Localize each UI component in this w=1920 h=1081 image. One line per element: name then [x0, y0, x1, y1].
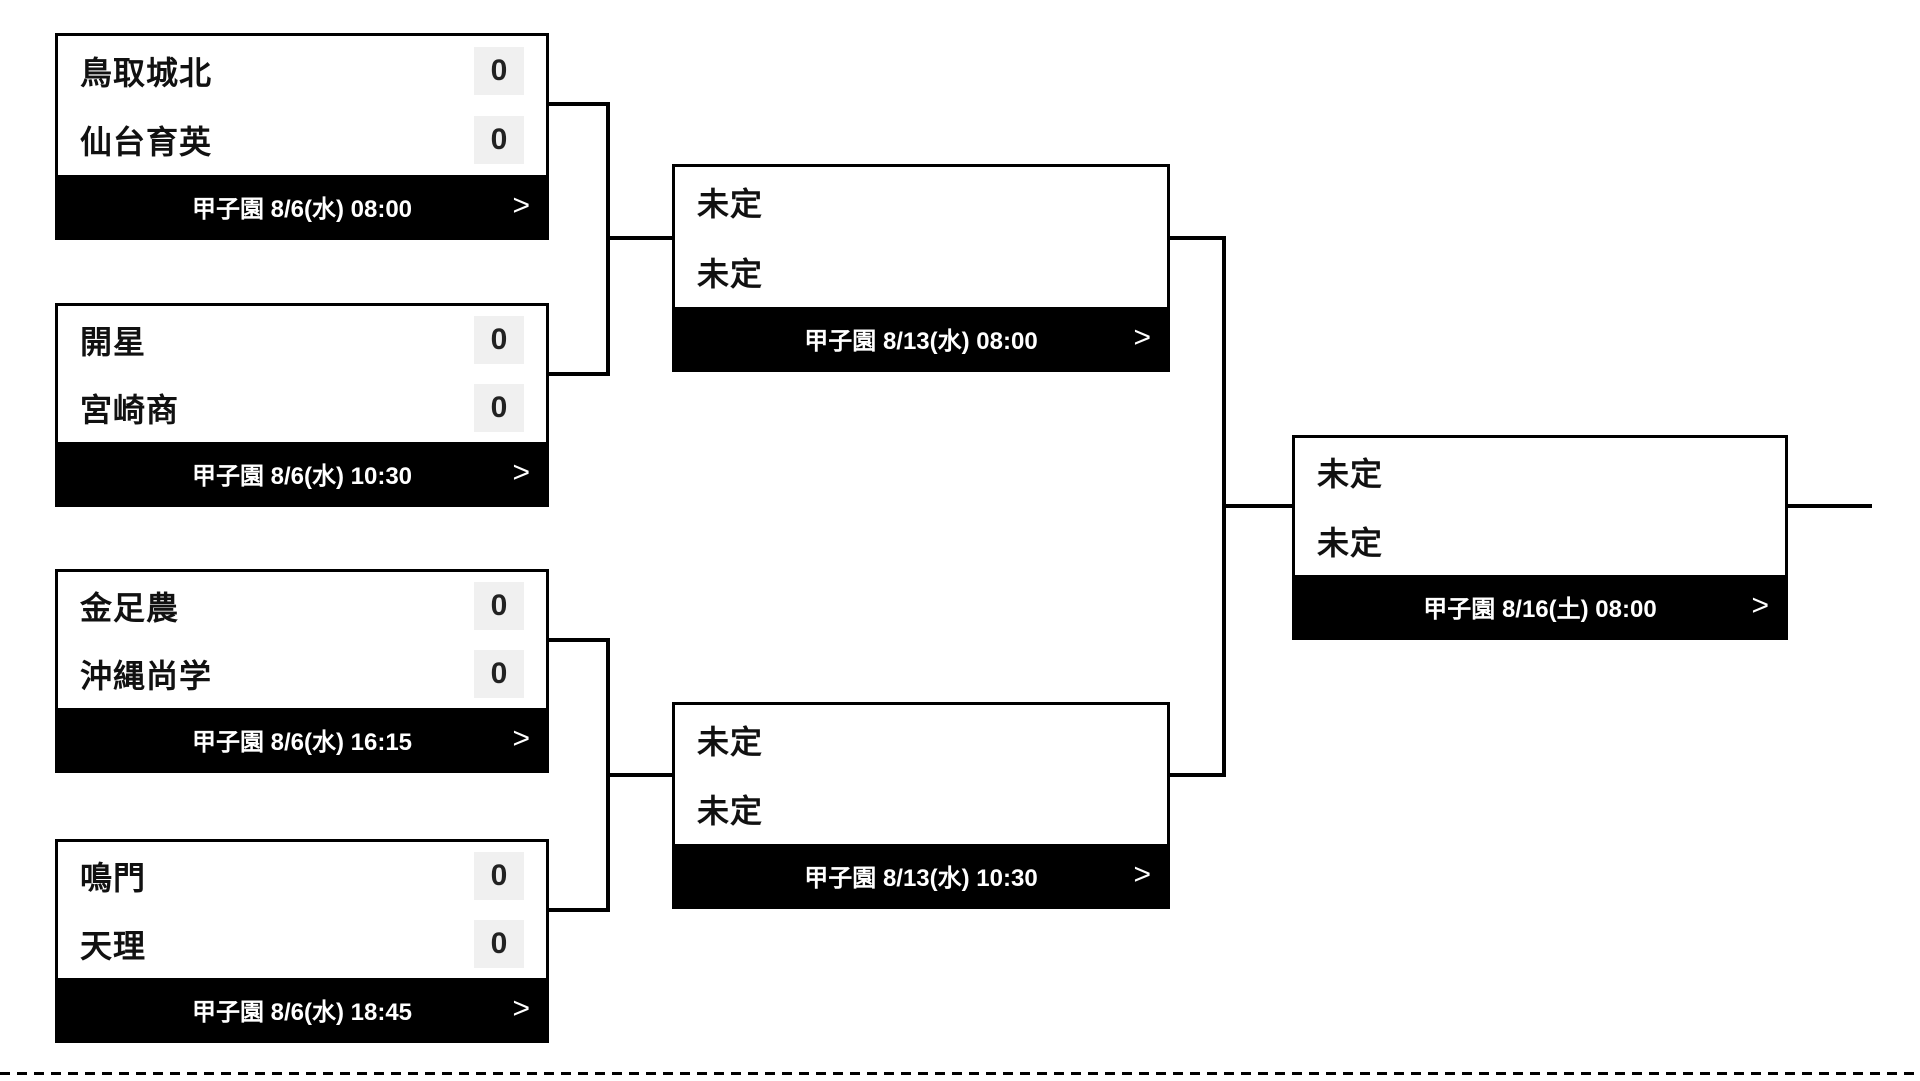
chevron-right-icon: > — [1133, 321, 1151, 354]
team-name: 未定 — [697, 723, 764, 760]
match-card-final: 未定 未定 甲子園 8/16(土) 08:00 > — [1292, 435, 1788, 640]
match-venue-datetime: 甲子園 8/13(水) 10:30 — [804, 864, 1038, 892]
chevron-right-icon: > — [1133, 858, 1151, 891]
team-score: 0 — [474, 852, 524, 900]
match-detail-link[interactable]: 甲子園 8/6(水) 10:30 > — [58, 442, 546, 504]
match-detail-link[interactable]: 甲子園 8/16(土) 08:00 > — [1295, 575, 1785, 637]
match-detail-link[interactable]: 甲子園 8/6(水) 18:45 > — [58, 978, 546, 1040]
bracket-connector-line — [548, 908, 610, 912]
bracket-connector-line — [1170, 236, 1226, 240]
bracket-connector-line — [606, 236, 672, 240]
match-detail-link[interactable]: 甲子園 8/13(水) 08:00 > — [675, 307, 1167, 369]
bottom-dashed-divider — [0, 1072, 1920, 1075]
team-row: 仙台育英 0 — [58, 106, 546, 176]
team-row: 未定 — [675, 167, 1167, 237]
match-detail-link[interactable]: 甲子園 8/6(水) 08:00 > — [58, 175, 546, 237]
match-card-sf1: 未定 未定 甲子園 8/13(水) 08:00 > — [672, 164, 1170, 372]
team-row: 未定 — [1295, 507, 1785, 576]
team-score: 0 — [474, 46, 524, 95]
chevron-right-icon: > — [512, 189, 530, 222]
team-score: 0 — [474, 316, 524, 364]
match-detail-link[interactable]: 甲子園 8/6(水) 16:15 > — [58, 708, 546, 770]
team-name: 鳴門 — [80, 860, 147, 896]
match-venue-datetime: 甲子園 8/16(土) 08:00 — [1423, 595, 1657, 623]
team-row: 金足農 0 — [58, 572, 546, 640]
bracket-connector-line — [548, 372, 610, 376]
match-venue-datetime: 甲子園 8/6(水) 16:15 — [191, 728, 413, 756]
match-card-qf4: 鳴門 0 天理 0 甲子園 8/6(水) 18:45 > — [55, 839, 549, 1043]
team-name: 未定 — [1317, 524, 1384, 561]
team-row: 未定 — [675, 705, 1167, 775]
team-row: 宮崎商 0 — [58, 374, 546, 442]
team-name: 未定 — [697, 186, 764, 222]
bracket-connector-line — [1222, 504, 1292, 508]
team-row: 天理 0 — [58, 910, 546, 978]
match-venue-datetime: 甲子園 8/6(水) 10:30 — [191, 462, 413, 490]
chevron-right-icon: > — [512, 722, 530, 755]
match-card-sf2: 未定 未定 甲子園 8/13(水) 10:30 > — [672, 702, 1170, 909]
team-name: 仙台育英 — [80, 124, 213, 161]
match-card-qf1: 鳥取城北 0 仙台育英 0 甲子園 8/6(水) 08:00 > — [55, 33, 549, 240]
team-score: 0 — [474, 650, 524, 698]
team-name: 鳥取城北 — [80, 54, 213, 91]
team-row: 沖縄尚学 0 — [58, 640, 546, 708]
bracket-connector-line — [1170, 773, 1226, 777]
team-score: 0 — [474, 920, 524, 968]
team-name: 未定 — [697, 256, 764, 292]
chevron-right-icon: > — [512, 992, 530, 1025]
team-score: 0 — [474, 582, 524, 630]
team-row: 鳴門 0 — [58, 842, 546, 910]
team-score: 0 — [474, 384, 524, 432]
match-venue-datetime: 甲子園 8/13(水) 08:00 — [804, 327, 1038, 355]
team-name: 宮崎商 — [80, 392, 180, 428]
team-row: 未定 — [675, 237, 1167, 307]
bracket-connector-line — [548, 102, 610, 106]
team-row: 未定 — [1295, 438, 1785, 507]
match-detail-link[interactable]: 甲子園 8/13(水) 10:30 > — [675, 844, 1167, 906]
team-row: 未定 — [675, 775, 1167, 845]
team-name: 沖縄尚学 — [80, 658, 213, 694]
team-name: 開星 — [80, 324, 147, 360]
team-row: 開星 0 — [58, 306, 546, 374]
bracket-connector-line — [606, 773, 672, 777]
team-row: 鳥取城北 0 — [58, 36, 546, 106]
team-name: 金足農 — [80, 590, 180, 626]
match-venue-datetime: 甲子園 8/6(水) 08:00 — [191, 195, 413, 223]
team-name: 未定 — [697, 793, 764, 830]
team-name: 未定 — [1317, 456, 1384, 493]
match-card-qf3: 金足農 0 沖縄尚学 0 甲子園 8/6(水) 16:15 > — [55, 569, 549, 773]
bracket-connector-line — [548, 638, 610, 642]
match-card-qf2: 開星 0 宮崎商 0 甲子園 8/6(水) 10:30 > — [55, 303, 549, 507]
team-score: 0 — [474, 116, 524, 165]
winner-advance-line — [1788, 504, 1872, 508]
chevron-right-icon: > — [1751, 589, 1769, 622]
team-name: 天理 — [80, 928, 147, 964]
chevron-right-icon: > — [512, 456, 530, 489]
match-venue-datetime: 甲子園 8/6(水) 18:45 — [191, 998, 413, 1026]
